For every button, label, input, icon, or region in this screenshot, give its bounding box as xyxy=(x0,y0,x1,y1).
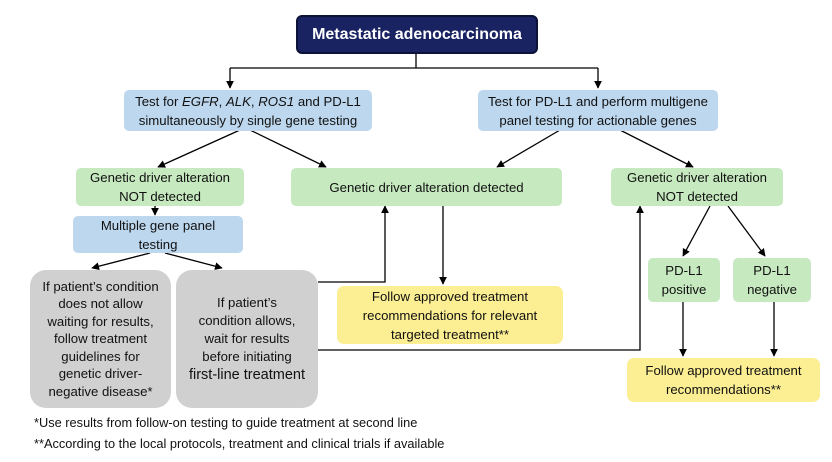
not-detected-right-box: Genetic driver alteration NOT detected xyxy=(611,168,783,206)
pdl1-positive-text: PD-L1 positive xyxy=(661,263,707,297)
grey-right-text: If patient’s condition allows, wait for … xyxy=(198,295,296,364)
footnote-1: *Use results from follow-on testing to g… xyxy=(34,415,418,430)
right-test-text: Test for PD-L1 and perform multigene pan… xyxy=(488,93,708,128)
arrow-notdetected-positive xyxy=(682,205,711,257)
detected-box: Genetic driver alteration detected xyxy=(291,168,562,206)
multi-gene-panel-text: Multiple gene panel testing xyxy=(100,217,216,252)
arrow-lefttest-notdetected xyxy=(157,129,241,168)
follow-right-text: Follow approved treatment recommendation… xyxy=(645,363,802,397)
left-test-line2: simultaneously by single gene testing xyxy=(138,112,358,128)
grey-left-text: If patient’s condition does not allow wa… xyxy=(42,278,159,399)
arrow-righttest-detected xyxy=(496,129,561,168)
right-test-box: Test for PD-L1 and perform multigene pan… xyxy=(478,90,718,131)
arrow-panel-greyleft xyxy=(91,252,151,271)
multi-gene-panel-box: Multiple gene panel testing xyxy=(73,216,243,253)
not-detected-left-box: Genetic driver alteration NOT detected xyxy=(76,168,244,206)
arrow-greyright-notdetected xyxy=(318,205,644,351)
grey-right-box: If patient’s condition allows, wait for … xyxy=(176,270,318,408)
gene-egfr: EGFR xyxy=(182,93,219,109)
pdl1-negative-text: PD-L1 negative xyxy=(747,263,797,297)
grey-right-emph: first-line treatment xyxy=(188,367,306,383)
left-test-line1: Test for EGFR, ALK, ROS1 and PD-L1 xyxy=(135,93,361,109)
arrow-righttest-notdetected xyxy=(619,129,694,168)
gene-alk: ALK xyxy=(225,93,251,109)
arrow-panel-greyright xyxy=(164,252,223,270)
gene-ros1: ROS1 xyxy=(258,93,295,109)
title-text: Metastatic adenocarcinoma xyxy=(312,26,522,43)
follow-right-box: Follow approved treatment recommendation… xyxy=(627,358,820,402)
arrow-notdetected-negative xyxy=(727,205,766,257)
not-detected-right-text: Genetic driver alteration NOT detected xyxy=(626,170,767,204)
pdl1-positive-box: PD-L1 positive xyxy=(648,258,720,302)
detected-text: Genetic driver alteration detected xyxy=(329,179,524,195)
pdl1-negative-box: PD-L1 negative xyxy=(733,258,811,302)
follow-targeted-text: Follow approved treatment recommendation… xyxy=(362,288,538,342)
left-test-box: Test for EGFR, ALK, ROS1 and PD-L1 simul… xyxy=(124,90,372,131)
grey-left-box: If patient’s condition does not allow wa… xyxy=(30,270,171,408)
follow-targeted-box: Follow approved treatment recommendation… xyxy=(337,286,563,344)
footnote-2: **According to the local protocols, trea… xyxy=(34,436,445,451)
title-box: Metastatic adenocarcinoma xyxy=(296,15,538,54)
arrow-greyright-detected xyxy=(318,205,389,283)
not-detected-left-text: Genetic driver alteration NOT detected xyxy=(89,170,230,204)
arrow-lefttest-detected xyxy=(249,129,327,168)
